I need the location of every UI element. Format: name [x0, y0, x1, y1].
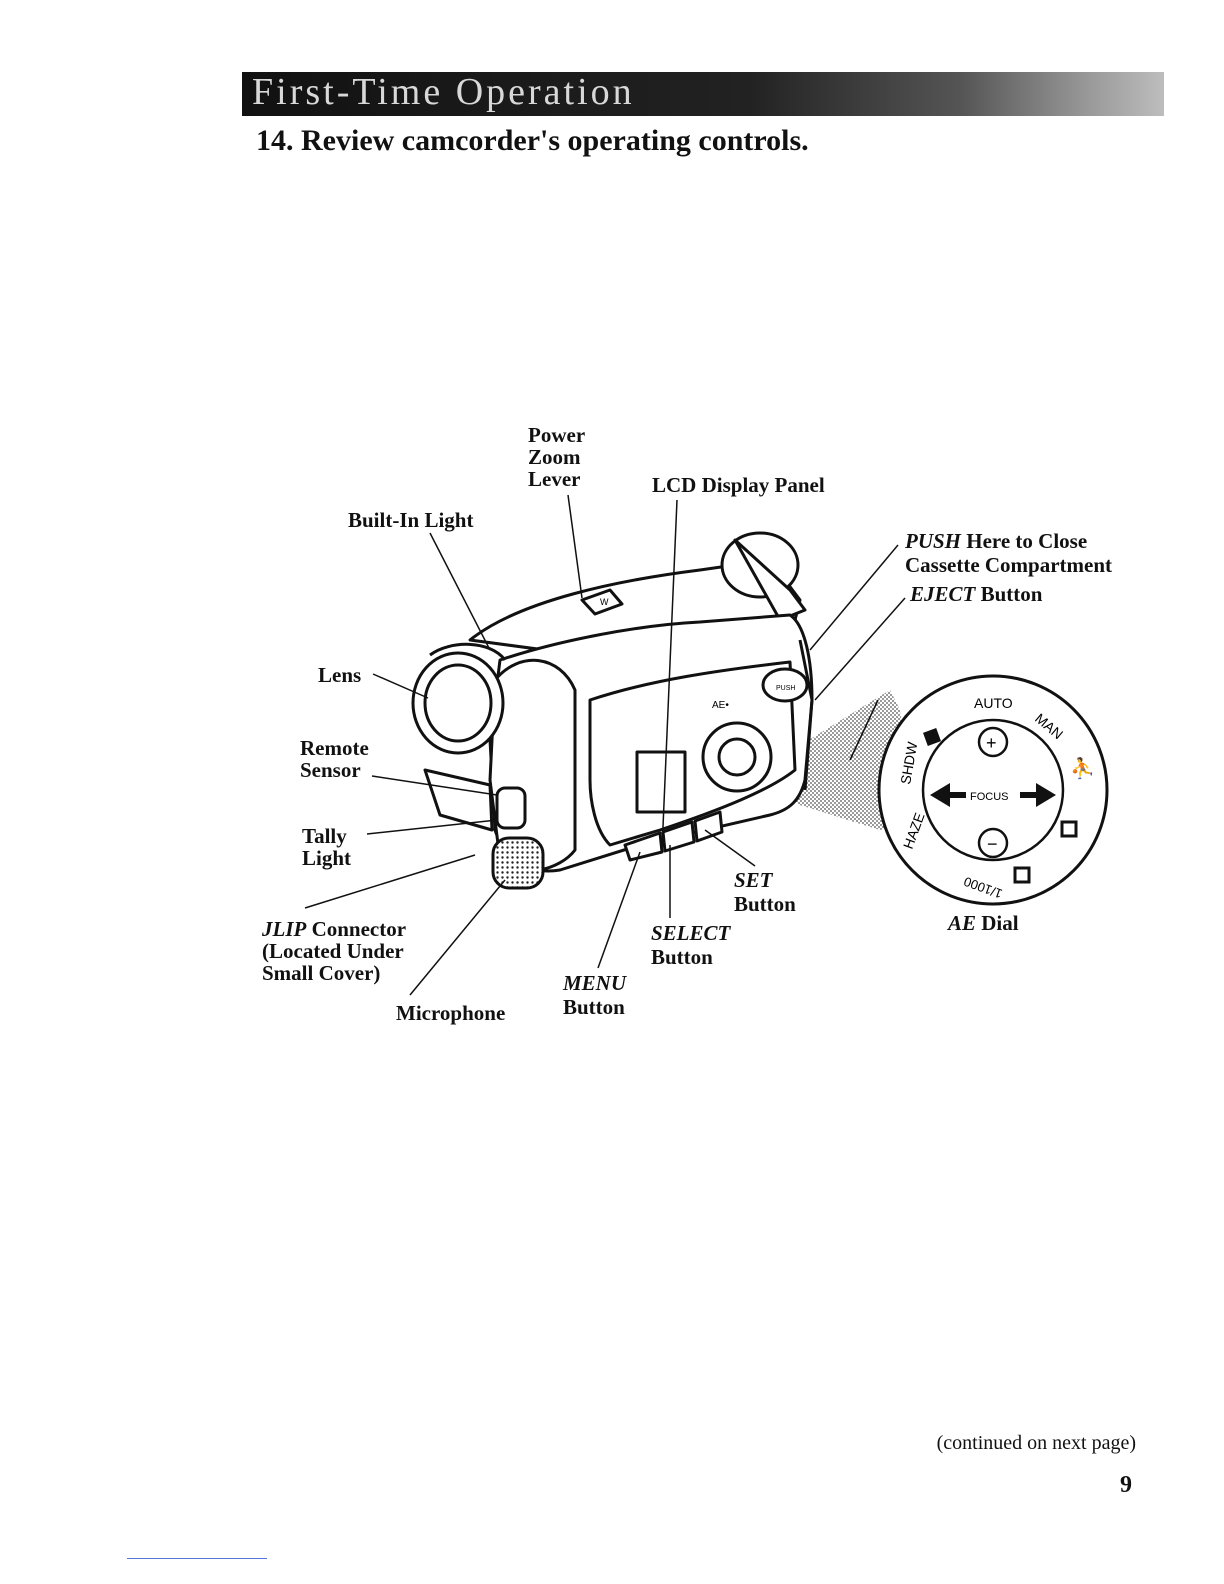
label-power-zoom-lever: Power Zoom Lever: [528, 423, 586, 491]
label-tally-light: Tally Light: [302, 824, 352, 870]
label-built-in-light: Built-In Light: [348, 508, 474, 532]
lcd-window: [635, 750, 687, 814]
label-lcd-display-panel: LCD Display Panel: [652, 473, 825, 497]
zoom-mark: W: [600, 597, 609, 607]
label-set: SET: [734, 868, 773, 892]
ae-mark: AE•: [712, 700, 729, 711]
ae-dial-large: [877, 674, 1109, 906]
label-select-button: Button: [651, 945, 713, 969]
label-eject-button: EJECT Button: [910, 582, 1043, 606]
microphone-grill: [491, 836, 545, 890]
dial-focus: FOCUS: [970, 791, 1009, 803]
remote-sensor-window: [495, 786, 527, 830]
dial-minus: −: [987, 834, 998, 854]
page-number: 9: [1120, 1472, 1132, 1498]
lens-glass: [423, 663, 493, 743]
section-banner: [242, 72, 1164, 116]
push-tab: [761, 667, 809, 703]
dial-auto: AUTO: [974, 695, 1013, 711]
label-push-close-line2: Cassette Compartment: [905, 553, 1113, 577]
label-lens: Lens: [318, 663, 362, 687]
set-button-shape: [693, 810, 724, 843]
select-button-shape: [661, 820, 696, 853]
label-menu: MENU: [563, 971, 627, 995]
footer-rule: [127, 1558, 267, 1559]
label-menu-button: Button: [563, 995, 625, 1019]
label-set-button: Button: [734, 892, 796, 916]
continued-note: (continued on next page): [936, 1432, 1136, 1454]
leader-lines: [304, 494, 906, 996]
dial-plus: +: [986, 733, 997, 753]
label-ae-dial: AE Dial: [948, 911, 1019, 935]
label-jlip-location: (Located Under Small Cover): [262, 939, 404, 985]
label-select: SELECT: [651, 921, 731, 945]
menu-button-shape: [623, 831, 664, 862]
step-heading: 14. Review camcorder's operating control…: [256, 124, 809, 157]
dial-shdw: SHDW: [897, 740, 920, 786]
section-title: First-Time Operation: [252, 71, 635, 113]
label-remote-sensor: Remote Sensor: [300, 736, 369, 782]
label-jlip-connector: JLIP Connector: [262, 917, 407, 941]
push-mark: PUSH: [776, 685, 795, 692]
sports-icon: ⛹: [1070, 756, 1095, 780]
label-push-close: PUSH Here to Close: [905, 529, 1088, 553]
label-microphone: Microphone: [396, 1001, 506, 1025]
zoom-lever: [580, 588, 624, 616]
